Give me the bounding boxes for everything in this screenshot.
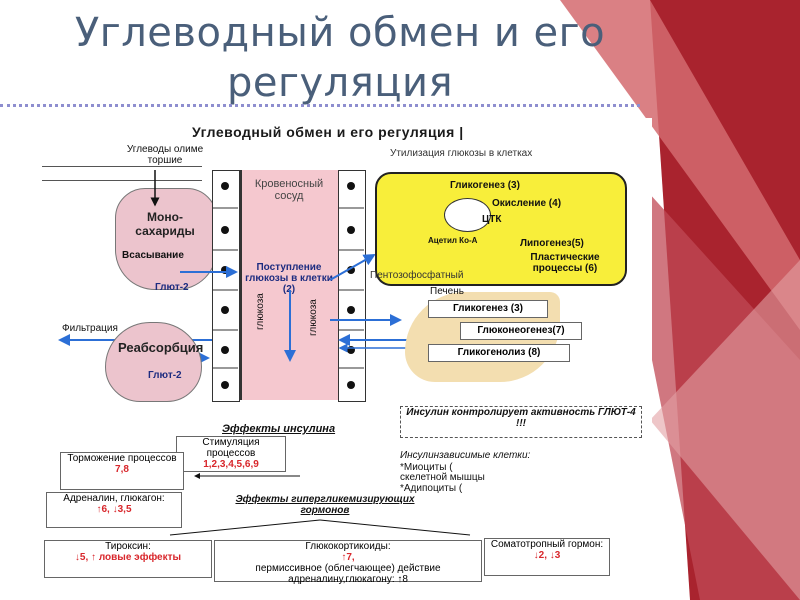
insulin-dependent-title: Инсулинзависимые клетки: <box>400 450 531 461</box>
cells-utilization-header: Утилизация глюкозы в клетках <box>390 148 533 159</box>
glucose-entry-label: Поступление глюкозы в клетки (2) <box>245 262 333 295</box>
divider-line <box>42 166 202 167</box>
reabsorption-label: Реабсорбция <box>118 340 204 355</box>
glut2-top-label: Глют-2 <box>155 282 189 293</box>
insulin-dependent-item: *Миоциты ( <box>400 462 453 473</box>
pentose-label: Пентозофосфатный <box>370 270 464 281</box>
insulin-effects-title: Эффекты инсулина <box>222 423 336 435</box>
thyroxine-box: Тироксин: ↓5, ↑ ловые эффекты <box>44 540 212 578</box>
hyperglycemic-effects-title: Эффекты гипергликемизирующих гормонов <box>235 494 415 516</box>
cells-box <box>375 172 627 286</box>
tca-label: ЦТК <box>482 214 502 225</box>
somatotropin-box: Соматотропный гормон: ↓2, ↓3 <box>484 538 610 576</box>
liver-gluconeogenesis-box: Глюконеогенез(7) <box>460 322 582 340</box>
liver-glycogenesis-box: Гликогенез (3) <box>428 300 548 318</box>
acetyl-coa-label: Ацетил Ко-А <box>428 236 478 245</box>
liver-label: Печень <box>430 286 464 297</box>
divider-line <box>42 180 202 181</box>
carbohydrates-label: Углеводы олиме торшие <box>126 144 204 166</box>
inhibition-box: Торможение процессов 7,8 <box>60 452 184 490</box>
kidney <box>105 322 202 402</box>
diagram-title: Углеводный обмен и его регуляция | <box>192 124 464 140</box>
insulin-dependent-item: скелетной мышцы <box>400 472 485 483</box>
mitochondrion <box>444 198 491 232</box>
vessel-label: Кровеносный сосуд <box>254 178 324 202</box>
glycogenesis-label: Гликогенез (3) <box>450 180 520 191</box>
glucocorticoids-box: Глюкокортикоиды: ↑7, пермиссивное (облег… <box>214 540 482 585</box>
oxidation-label: Окисление (4) <box>492 198 562 209</box>
vessel-wall-left <box>212 170 240 402</box>
lipogenesis-label: Липогенез(5) <box>520 238 584 249</box>
plastic-processes-label: Пластические процессы (6) <box>530 252 600 274</box>
monosaccharides-label: Моно- сахариды <box>135 210 195 238</box>
glut2-bottom-label: Глют-2 <box>148 370 182 381</box>
absorption-label: Всасывание <box>122 250 184 261</box>
adrenaline-box: Адреналин, глюкагон: ↑6, ↓3,5 <box>46 492 182 528</box>
glut4-note: Инсулин контролирует активность ГЛЮТ-4 !… <box>400 406 642 438</box>
liver-glycogenolysis-box: Гликогенолиз (8) <box>428 344 570 362</box>
title-divider <box>0 104 640 107</box>
vessel-cells <box>212 182 364 389</box>
stimulation-box: Стимуляция процессов 1,2,3,4,5,6,9 <box>176 436 286 472</box>
slide-title: Углеводный обмен и его регуляция <box>74 10 606 106</box>
vessel-wall-right <box>338 170 366 402</box>
filtration-label: Фильтрация <box>62 323 118 334</box>
insulin-dependent-item: *Адипоциты ( <box>400 483 463 494</box>
